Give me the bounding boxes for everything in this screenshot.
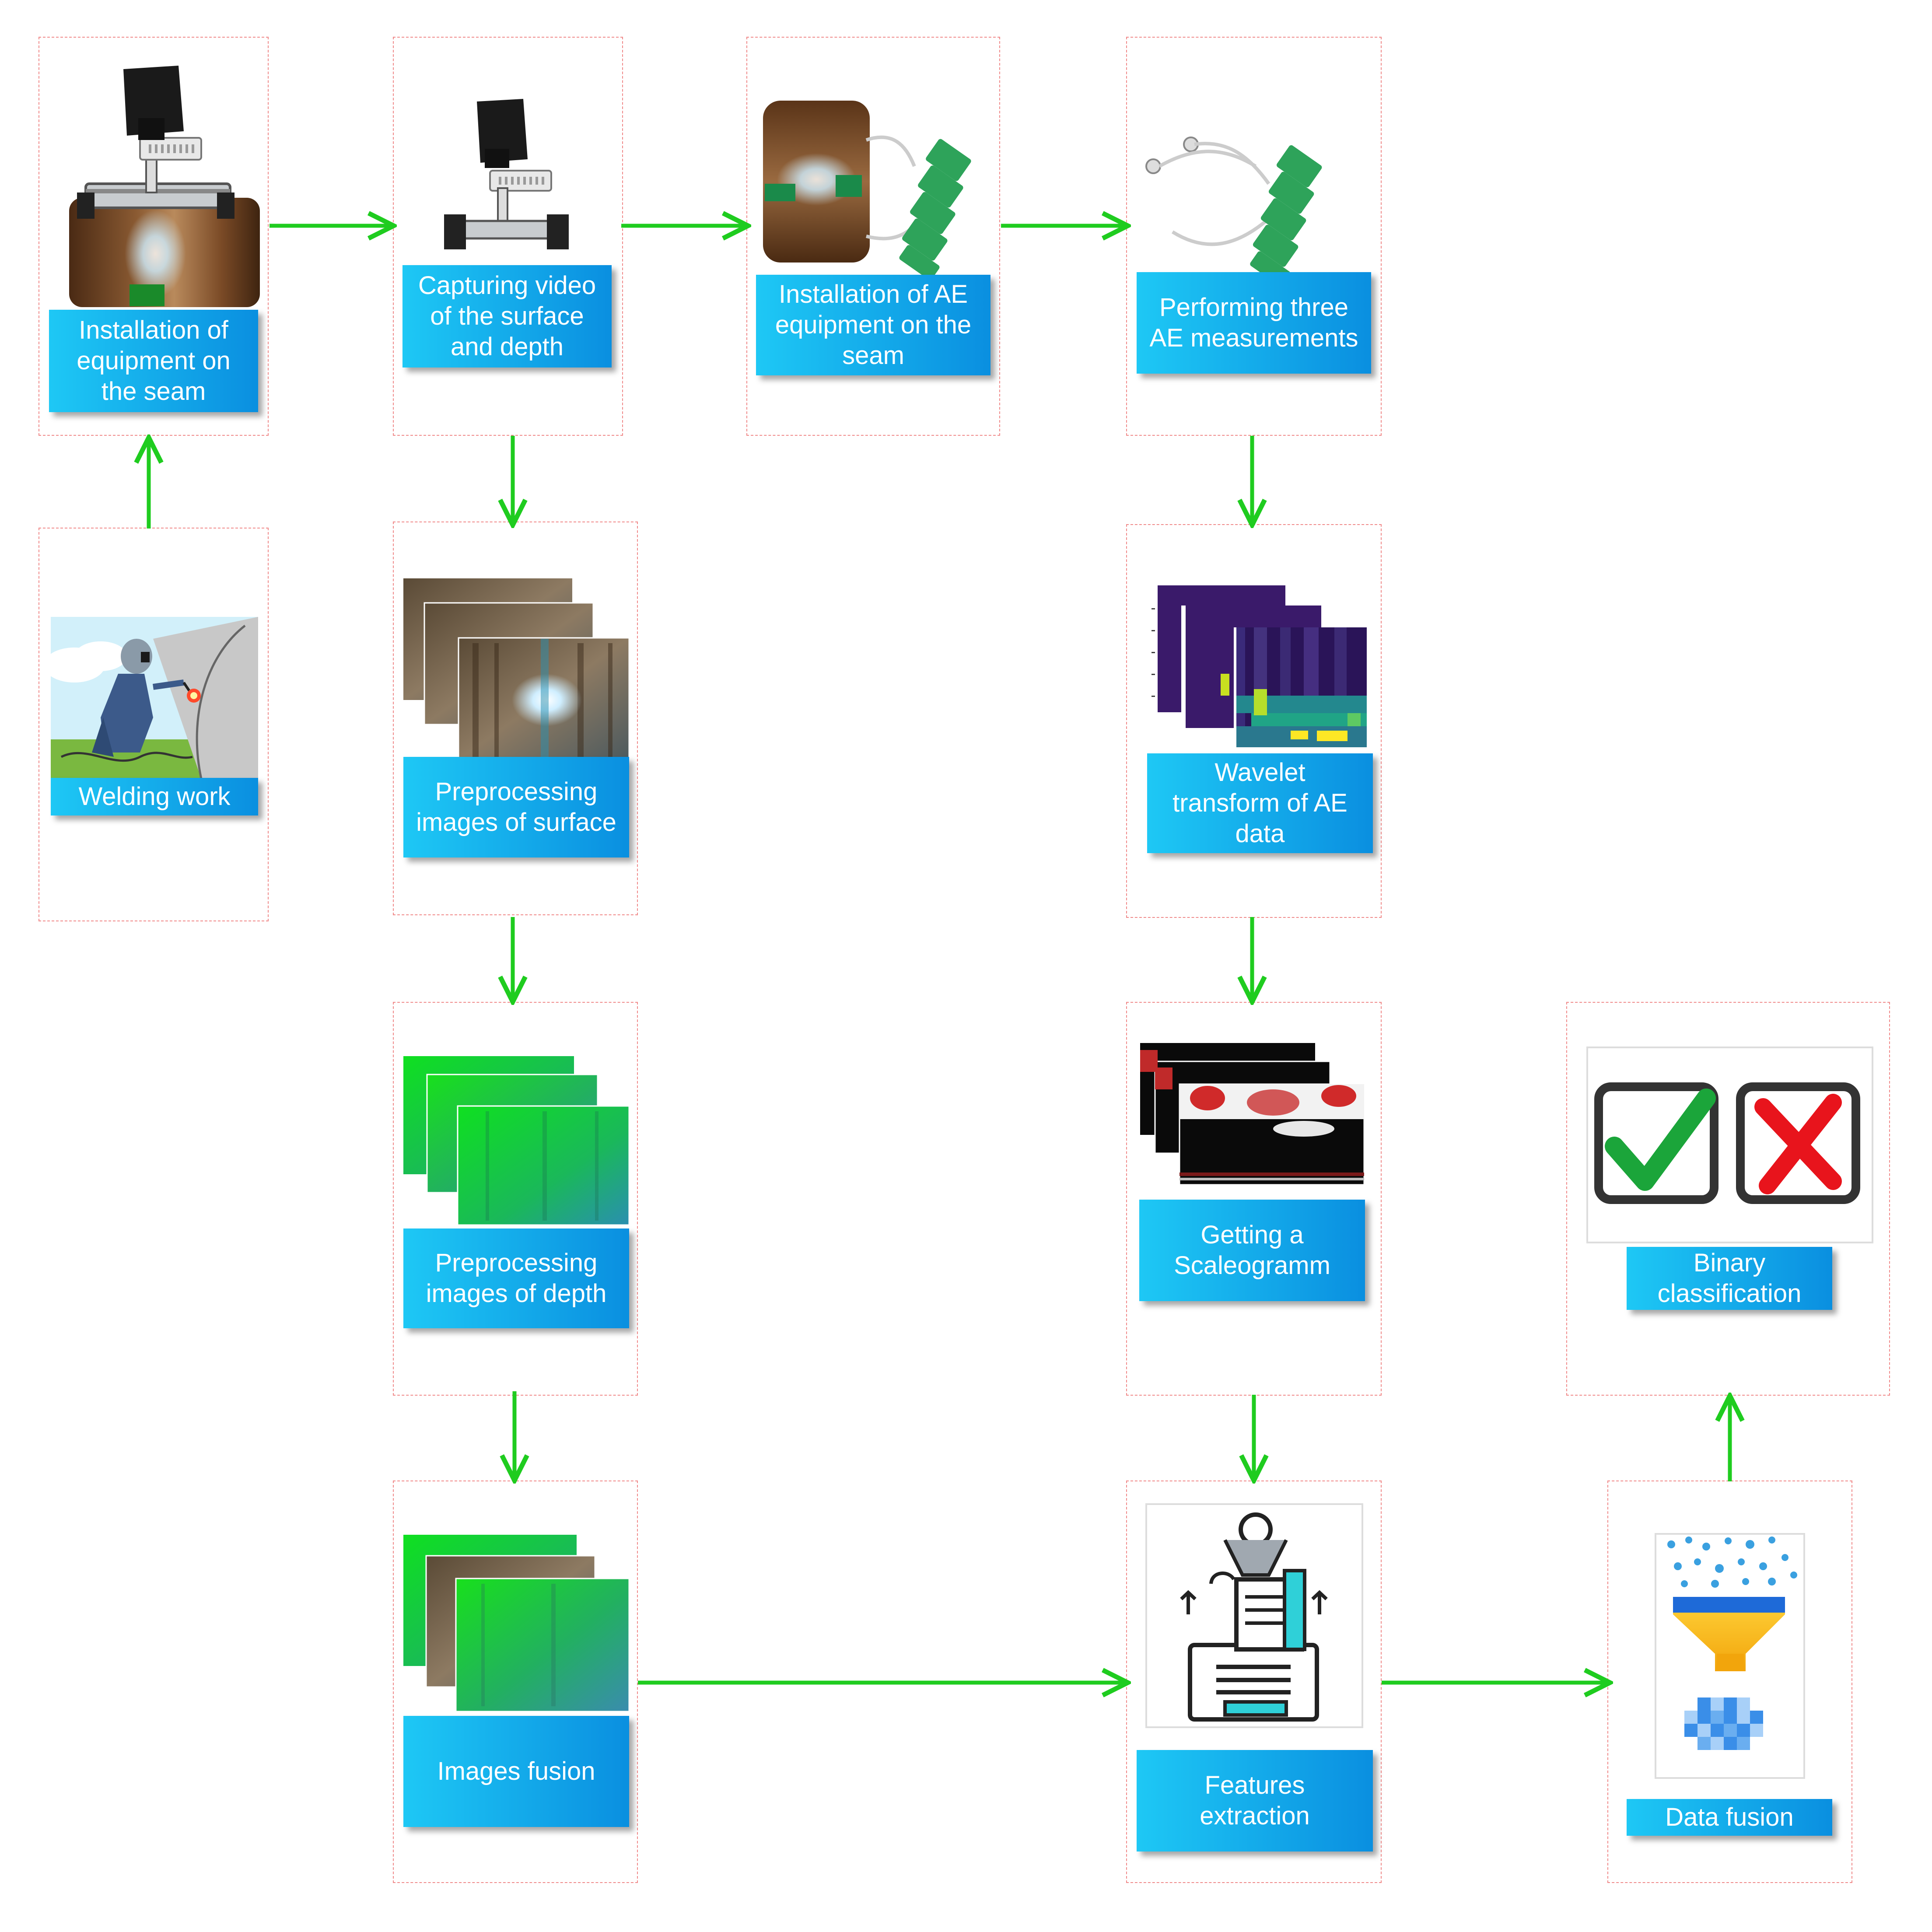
label-install-equipment: Installation of equipment on the seam [49,310,258,412]
label-images-fusion: Images fusion [403,1716,629,1827]
label-ae-measurements: Performing three AE measurements [1137,272,1371,374]
label-data-fusion: Data fusion [1627,1799,1832,1836]
fused-image-stack [403,1535,630,1712]
label-binary-classification: Binary classification [1627,1247,1832,1310]
scaleogram-image-stack [1140,1043,1365,1186]
flow-arrows [149,226,1730,1683]
depth-image-stack [403,1056,630,1226]
scanner-photo [444,99,569,249]
wavelet-heatmap [1221,627,1367,747]
label-wavelet: Wavelet transform of AE data [1147,753,1373,853]
label-preproc-depth: Preprocessing images of depth [403,1228,629,1328]
wavelet-image-stack [1152,585,1367,750]
surface-image-stack [403,578,630,760]
pipe-scanner-photo [69,66,260,307]
cross-icon [1736,1082,1860,1204]
label-scaleogram: Getting a Scaleogramm [1139,1200,1365,1301]
funnel-icon [1655,1533,1805,1779]
robot-document-icon [1145,1503,1363,1728]
ae-sensor-board-photo [1145,136,1322,287]
check-icon [1594,1082,1718,1204]
label-capture-video: Capturing video of the surface and depth [402,265,612,368]
label-preproc-surface: Preprocessing images of surface [403,757,629,858]
label-features-extraction: Features extraction [1137,1750,1373,1852]
label-install-ae: Installation of AE equipment on the seam [756,275,990,375]
ae-sensor-photo [763,101,971,280]
binary-icons [1586,1046,1873,1243]
label-welding-work: Welding work [51,778,258,816]
welder-illustration [44,617,258,779]
